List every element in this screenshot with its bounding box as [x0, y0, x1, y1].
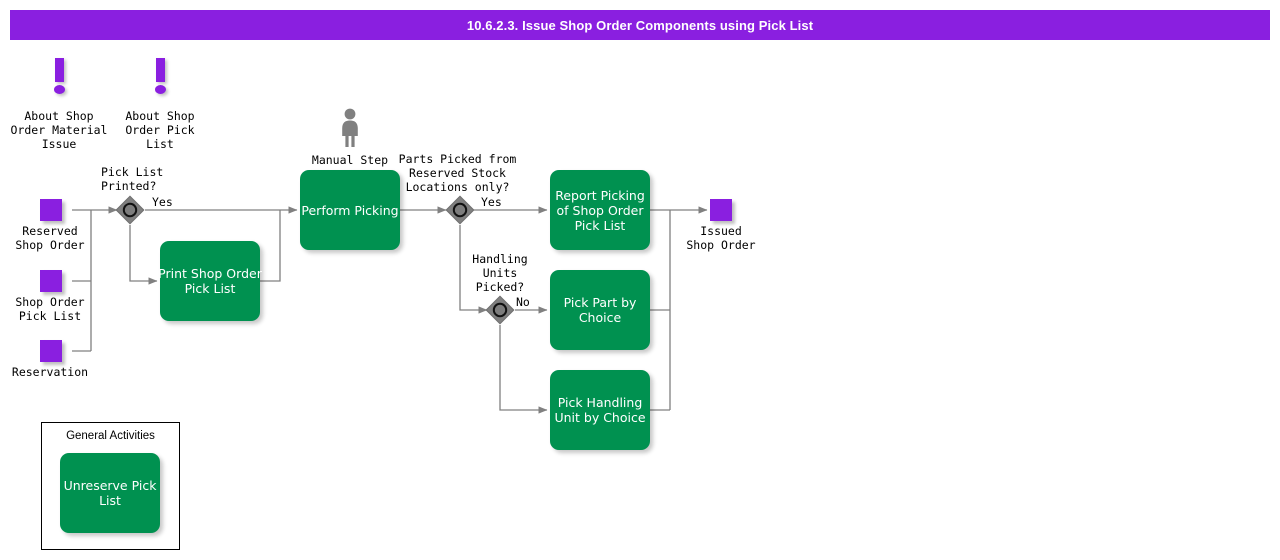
about-shop-order-material-issue-label[interactable]: About Shop Order Material Issue: [10, 109, 108, 151]
data-object-label: Issued Shop Order: [686, 224, 756, 252]
general-activities-title: General Activities: [66, 430, 155, 442]
page-title: 10.6.2.3. Issue Shop Order Components us…: [10, 10, 1270, 40]
data-object-reservation[interactable]: [40, 340, 62, 362]
activity-pick-handling-unit-by-choice[interactable]: Pick Handling Unit by Choice: [550, 370, 650, 450]
data-object-label: Reservation: [11, 365, 89, 379]
exclamation-icon: [150, 58, 172, 96]
gateway-branch-label-no: No: [516, 295, 530, 309]
gateway-question-handling-units-picked: Handling Units Picked?: [472, 252, 528, 294]
exclamation-bar: [156, 58, 165, 82]
exclamation-icon: [49, 58, 71, 96]
gateway-question-parts-picked-reserved-stock: Parts Picked from Reserved Stock Locatio…: [398, 152, 517, 194]
data-object-label: Shop Order Pick List: [15, 295, 85, 323]
person-icon: [337, 108, 363, 148]
gateway-branch-label-yes: Yes: [152, 195, 173, 209]
data-object-label: Reserved Shop Order: [15, 224, 85, 252]
manual-step-label: Manual Step: [311, 153, 389, 167]
activity-print-shop-order-pick-list[interactable]: Print Shop Order Pick List: [158, 241, 262, 321]
exclamation-dot: [54, 85, 65, 94]
gateway-parts-picked-reserved-stock[interactable]: [445, 195, 475, 225]
gateway-branch-label-yes: Yes: [481, 195, 502, 209]
about-shop-order-pick-list-label[interactable]: About Shop Order Pick List: [125, 109, 195, 151]
data-object-issued-shop-order[interactable]: [710, 199, 732, 221]
activity-perform-picking[interactable]: Perform Picking: [300, 170, 400, 250]
data-object-reserved-shop-order[interactable]: [40, 199, 62, 221]
activity-unreserve-pick-list[interactable]: Unreserve Pick List: [60, 453, 160, 533]
gateway-pick-list-printed[interactable]: [115, 195, 145, 225]
data-object-shop-order-pick-list[interactable]: [40, 270, 62, 292]
activity-pick-part-by-choice[interactable]: Pick Part by Choice: [550, 270, 650, 350]
gateway-question-pick-list-printed: Pick List Printed?: [101, 165, 164, 193]
exclamation-bar: [55, 58, 64, 82]
activity-report-picking-of-shop-order-pick-list[interactable]: Report Picking of Shop Order Pick List: [550, 170, 650, 250]
gateway-handling-units-picked[interactable]: [485, 295, 515, 325]
exclamation-dot: [155, 85, 166, 94]
